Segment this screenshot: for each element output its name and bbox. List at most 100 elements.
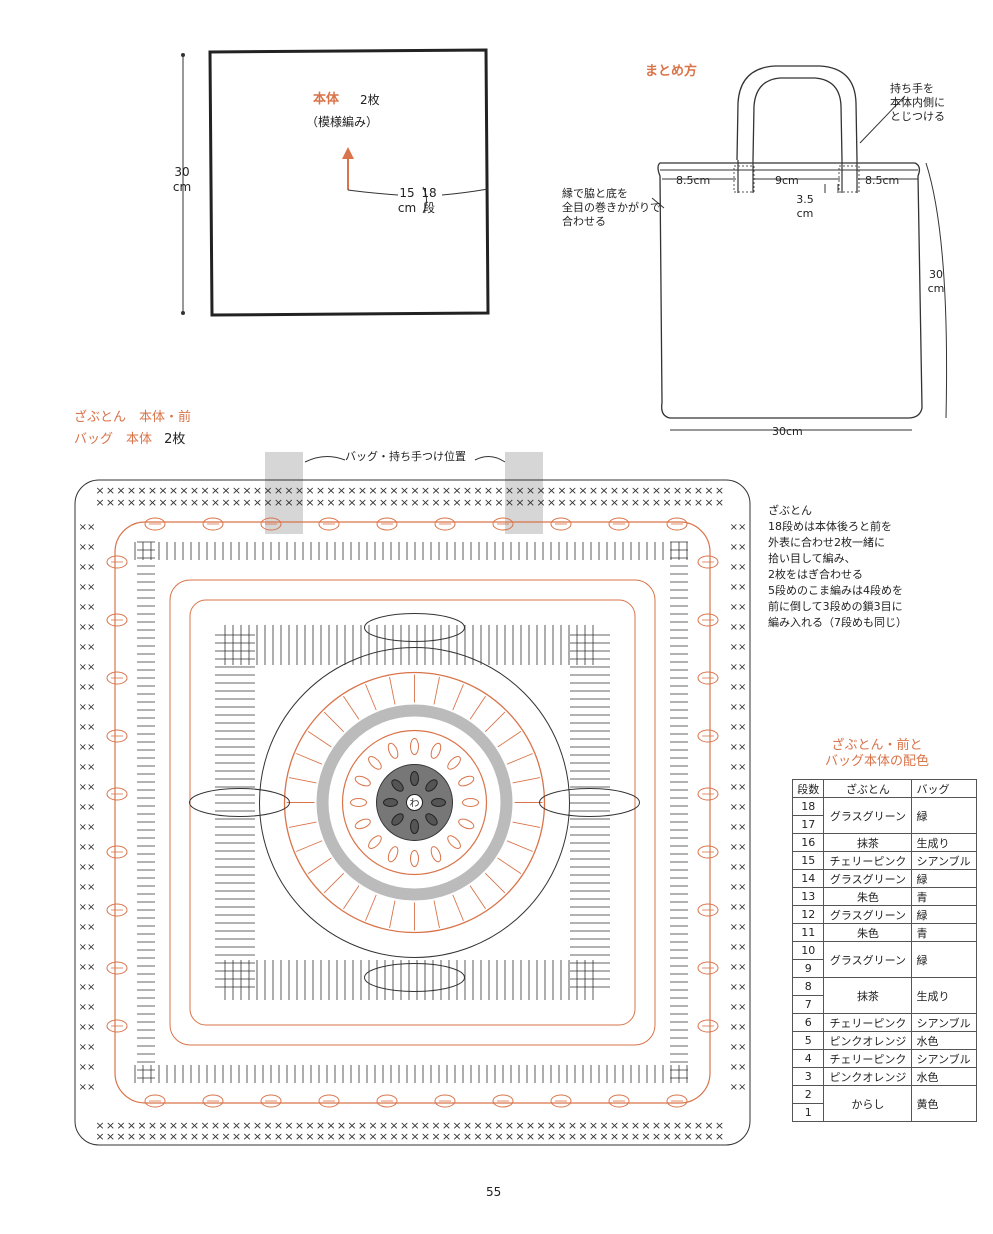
shell-stitch-symbol <box>666 1094 688 1108</box>
single-crochet-mark: × <box>505 484 514 497</box>
single-crochet-mark: × <box>715 1130 724 1143</box>
assembly-title: まとめ方 <box>645 64 698 79</box>
medallion-stitch <box>288 777 317 784</box>
center-petal <box>391 779 404 792</box>
color-table-row-number: 14 <box>792 869 825 888</box>
color-table-zabuton-color: 抹茶 <box>823 977 913 1014</box>
medallion-stitch <box>307 731 332 748</box>
single-crochet-mark: ×× <box>730 902 747 913</box>
single-crochet-mark: × <box>463 1130 472 1143</box>
color-table-bag-color: 水色 <box>911 1067 977 1086</box>
single-crochet-mark: × <box>662 496 671 509</box>
single-crochet-mark: × <box>641 484 650 497</box>
single-crochet-mark: ×× <box>730 722 747 733</box>
center-petal <box>410 771 419 786</box>
single-crochet-mark: × <box>662 1130 671 1143</box>
single-crochet-mark: × <box>652 1119 661 1132</box>
single-crochet-mark: × <box>442 1130 451 1143</box>
color-table-row-number: 5 <box>792 1031 825 1050</box>
color-table-bag-color: 水色 <box>911 1031 977 1050</box>
single-crochet-mark: × <box>431 1119 440 1132</box>
zabuton-notes-line: 外表に合わせ2枚一緒に <box>768 536 885 549</box>
single-crochet-mark: × <box>368 1119 377 1132</box>
single-crochet-mark: × <box>137 1119 146 1132</box>
color-table-zabuton-color: グラスグリーン <box>823 869 913 888</box>
color-table-row-number: 1 <box>792 1103 825 1122</box>
single-crochet-mark: × <box>463 484 472 497</box>
zabuton-notes-line: 18段めは本体後ろと前を <box>768 520 892 533</box>
single-crochet-mark: × <box>158 1130 167 1143</box>
single-crochet-mark: × <box>599 484 608 497</box>
single-crochet-mark: × <box>326 484 335 497</box>
zabuton-notes-line: 前に倒して3段めの鎖3目に <box>768 600 903 613</box>
panel-height-label: 30 cm <box>170 165 194 195</box>
single-crochet-mark: × <box>232 496 241 509</box>
single-crochet-mark: ×× <box>79 622 96 633</box>
shell-stitch-symbol <box>550 517 572 531</box>
single-crochet-mark: ×× <box>730 1082 747 1093</box>
color-table-row-number: 11 <box>792 923 825 942</box>
single-crochet-mark: × <box>284 1130 293 1143</box>
single-crochet-mark: ×× <box>79 882 96 893</box>
single-crochet-mark: × <box>221 484 230 497</box>
single-crochet-mark: × <box>421 1119 430 1132</box>
single-crochet-mark: × <box>442 496 451 509</box>
single-crochet-mark: × <box>337 496 346 509</box>
shell-stitch-symbol <box>106 613 128 627</box>
color-table-row-number: 2 <box>792 1085 825 1104</box>
single-crochet-mark: × <box>683 1119 692 1132</box>
single-crochet-mark: × <box>484 1130 493 1143</box>
medallion-petal <box>458 818 475 830</box>
shell-stitch-symbol <box>260 517 282 531</box>
single-crochet-mark: × <box>410 496 419 509</box>
single-crochet-mark: × <box>599 496 608 509</box>
single-crochet-mark: × <box>127 1119 136 1132</box>
single-crochet-mark: × <box>515 1119 524 1132</box>
single-crochet-mark: ×× <box>730 542 747 553</box>
single-crochet-mark: ×× <box>79 742 96 753</box>
single-crochet-mark: × <box>631 1130 640 1143</box>
single-crochet-mark: × <box>589 1119 598 1132</box>
single-crochet-mark: × <box>526 496 535 509</box>
single-crochet-mark: × <box>326 1119 335 1132</box>
shell-stitch-symbol <box>376 517 398 531</box>
single-crochet-mark: × <box>494 484 503 497</box>
single-crochet-mark: × <box>578 484 587 497</box>
shell-stitch-symbol <box>202 1094 224 1108</box>
shell-stitch-symbol <box>376 1094 398 1108</box>
single-crochet-mark: × <box>274 484 283 497</box>
single-crochet-mark: ×× <box>79 962 96 973</box>
single-crochet-mark: × <box>190 484 199 497</box>
medallion-stitch <box>343 695 360 720</box>
single-crochet-mark: × <box>358 1119 367 1132</box>
color-table-bag-color: 緑 <box>911 797 977 834</box>
single-crochet-mark: ×× <box>79 942 96 953</box>
medallion-petal <box>410 738 419 755</box>
single-crochet-mark: × <box>421 496 430 509</box>
medallion-ring <box>283 671 546 934</box>
single-crochet-mark: × <box>673 1119 682 1132</box>
medallion-ring <box>316 704 513 901</box>
single-crochet-mark: × <box>389 496 398 509</box>
single-crochet-mark: × <box>316 484 325 497</box>
single-crochet-mark: × <box>326 496 335 509</box>
single-crochet-mark: ×× <box>79 1022 96 1033</box>
chain-arch <box>189 788 290 817</box>
single-crochet-mark: × <box>694 496 703 509</box>
medallion-petal <box>430 742 442 759</box>
single-crochet-mark: × <box>211 484 220 497</box>
single-crochet-mark: × <box>127 1130 136 1143</box>
single-crochet-mark: ×× <box>79 582 96 593</box>
single-crochet-mark: × <box>494 1119 503 1132</box>
single-crochet-mark: × <box>116 1119 125 1132</box>
color-table-row-number: 15 <box>792 851 825 870</box>
single-crochet-mark: ×× <box>730 562 747 573</box>
single-crochet-mark: × <box>568 1130 577 1143</box>
single-crochet-mark: × <box>169 1119 178 1132</box>
medallion-stitch <box>323 711 345 733</box>
single-crochet-mark: × <box>620 1119 629 1132</box>
bag-assembly-diagram <box>651 65 948 431</box>
single-crochet-mark: × <box>610 1130 619 1143</box>
